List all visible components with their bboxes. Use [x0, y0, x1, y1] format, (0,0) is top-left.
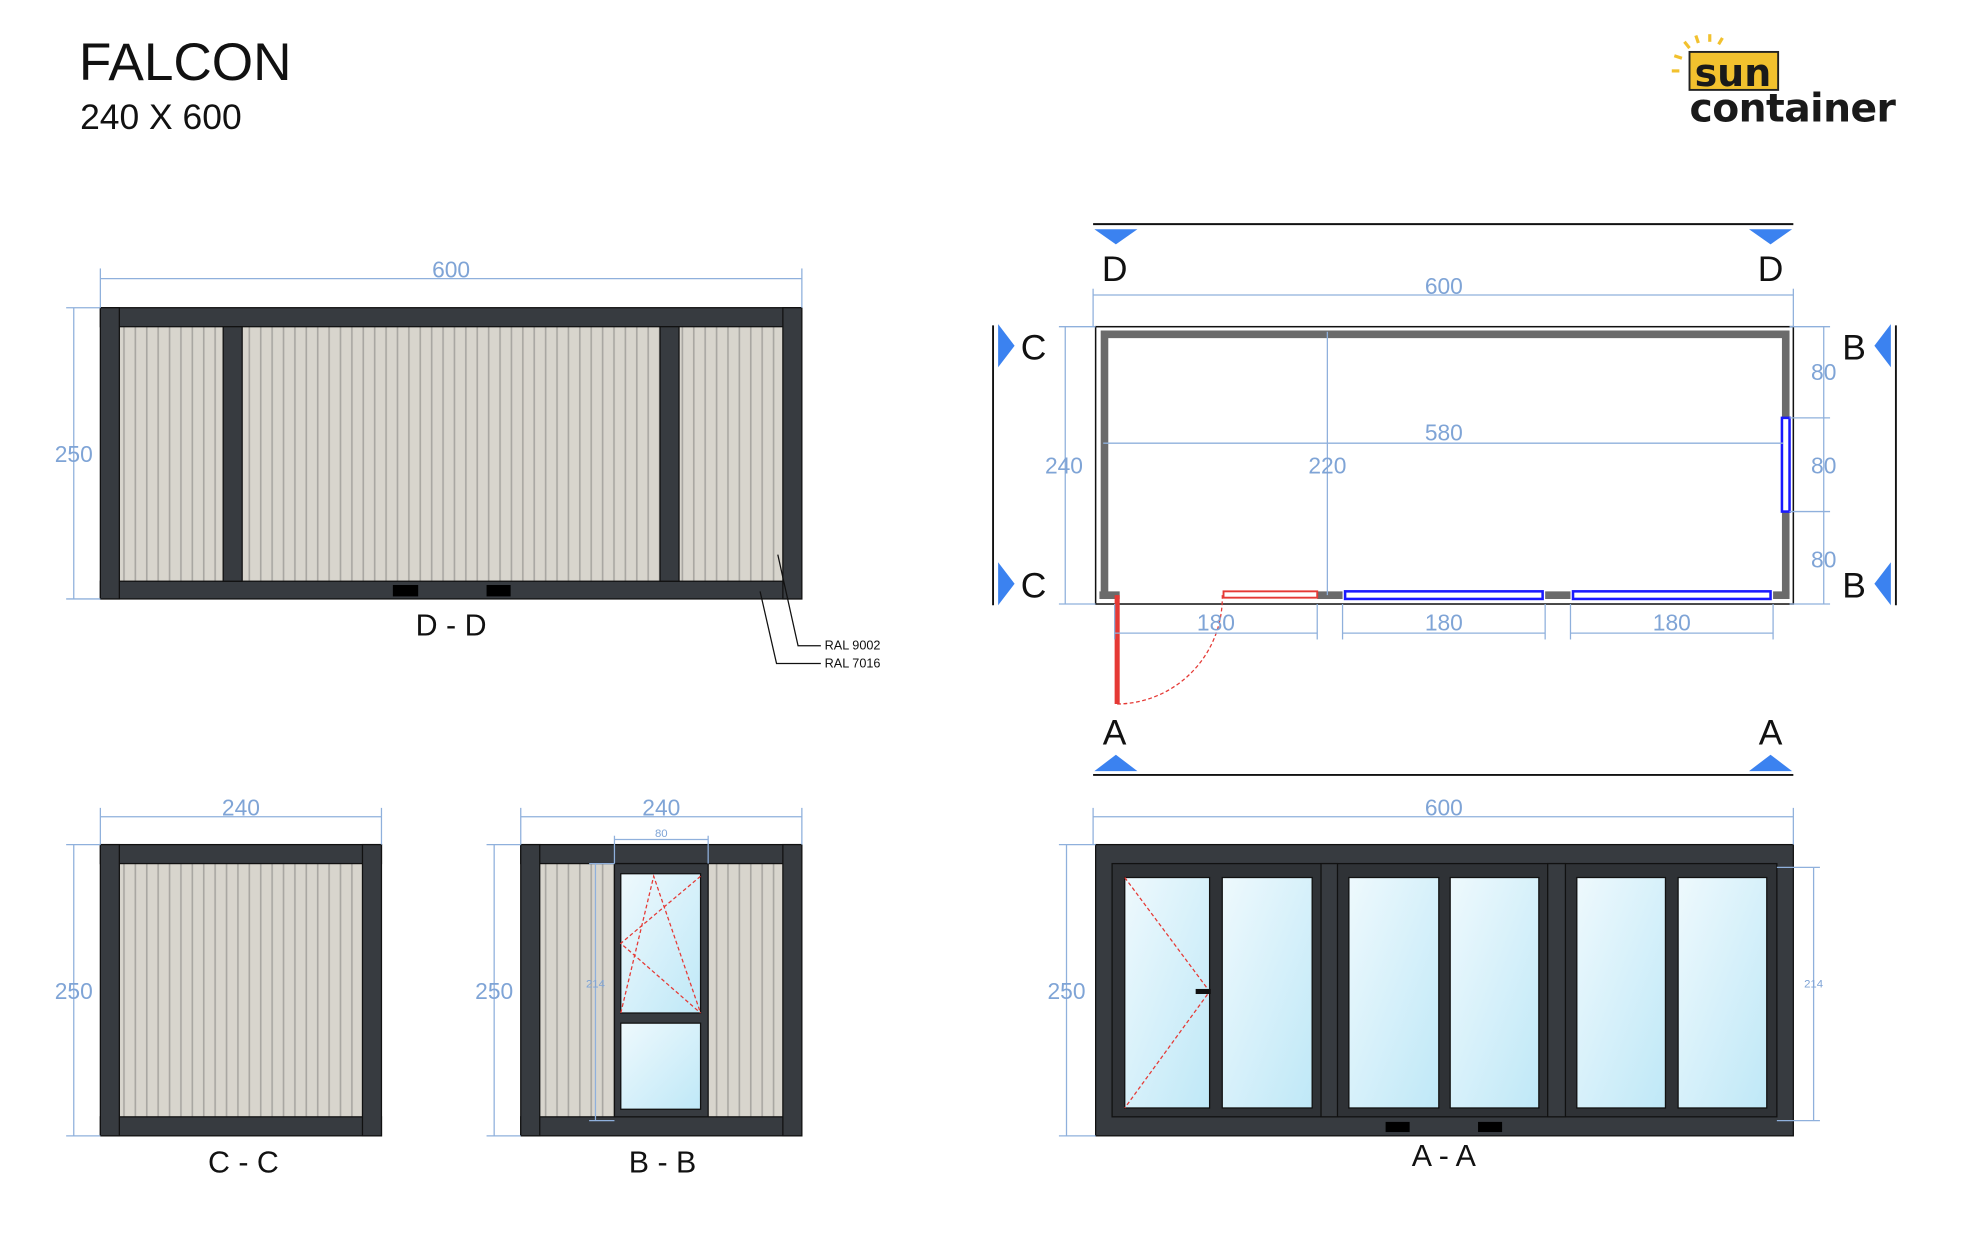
- dd-height-dimension: 250: [55, 441, 93, 467]
- logo-text-sun: sun: [1695, 51, 1772, 95]
- ral-7016-label: RAL 7016: [825, 656, 881, 670]
- plan-length-dimension: 600: [1425, 273, 1463, 299]
- window-pane: [1576, 876, 1667, 1109]
- plan-side-segment: 80: [1811, 453, 1836, 479]
- sun-container-logo: sun container: [1671, 34, 1897, 132]
- floor-plan: D D A A C C B B 600 240: [992, 223, 1897, 776]
- plan-window: [1343, 590, 1544, 601]
- bb-window-height-dimension: 214: [586, 979, 605, 991]
- tilt-turn-window: [620, 873, 702, 1014]
- forklift-pocket: [1478, 1121, 1503, 1133]
- plan-walls: [1100, 330, 1790, 596]
- section-b-label: B: [1842, 328, 1866, 368]
- bb-window-width-dimension: 80: [655, 828, 668, 840]
- cc-view-label: C - C: [208, 1146, 279, 1180]
- door-handle: [1195, 988, 1211, 995]
- sun-rays-icon: [1671, 34, 1724, 73]
- section-c-label: C: [1021, 328, 1047, 368]
- plan-front-segment: 180: [1197, 610, 1235, 636]
- section-d-arrow-icon: [1094, 229, 1138, 245]
- bb-view-label: B - B: [629, 1146, 697, 1180]
- section-a-label: A: [1103, 713, 1127, 753]
- aa-view-label: A - A: [1412, 1139, 1477, 1173]
- elevation-aa: 600 250 214 A - A: [1048, 794, 1824, 1173]
- plan-side-segment: 80: [1811, 359, 1836, 385]
- section-d-label: D: [1102, 249, 1128, 289]
- logo-text-container: container: [1690, 87, 1897, 132]
- elevation-cc: 240 250 C - C: [55, 794, 383, 1180]
- ral-9002-label: RAL 9002: [825, 639, 881, 653]
- window-pane: [1677, 876, 1768, 1109]
- window-pane: [1449, 876, 1540, 1109]
- section-b-label: B: [1842, 566, 1866, 606]
- cc-width-dimension: 240: [222, 794, 260, 820]
- ral-leader: [777, 554, 821, 647]
- aa-window-height-dimension: 214: [1804, 979, 1823, 991]
- cc-height-dimension: 250: [55, 978, 93, 1004]
- section-c-arrow-icon: [998, 324, 1015, 368]
- plan-front-segment: 180: [1425, 610, 1463, 636]
- forklift-pocket: [1385, 1121, 1410, 1133]
- bb-width-dimension: 240: [642, 794, 680, 820]
- section-b-arrow-icon: [1874, 324, 1891, 368]
- aa-width-dimension: 600: [1425, 794, 1463, 820]
- door-swing: [1117, 595, 1223, 705]
- section-d-label: D: [1758, 249, 1784, 289]
- section-a-arrow-icon: [1749, 754, 1793, 772]
- plan-front-segment: 180: [1653, 610, 1691, 636]
- section-b-arrow-icon: [1874, 562, 1891, 606]
- window-pane: [1221, 876, 1313, 1109]
- elevation-dd: 600 250 D - D RAL 9002 RAL 7016: [55, 256, 881, 670]
- ral-leader: [759, 591, 821, 665]
- elevation-bb: 80 214 240 250 B - B: [475, 794, 803, 1180]
- plan-inner-width-dimension: 220: [1308, 453, 1346, 479]
- plan-side-segment: 80: [1811, 546, 1836, 572]
- section-a-label: A: [1759, 713, 1783, 753]
- forklift-pocket: [392, 585, 419, 597]
- plan-window: [1780, 416, 1791, 513]
- aa-height-dimension: 250: [1048, 978, 1086, 1004]
- page-title: FALCON: [79, 33, 292, 92]
- fixed-window: [620, 1022, 702, 1110]
- section-c-label: C: [1021, 566, 1047, 606]
- plan-window: [1571, 590, 1772, 601]
- plan-width-dimension: 240: [1045, 453, 1083, 479]
- dd-view-label: D - D: [416, 609, 487, 643]
- door-glass: [1124, 876, 1211, 1109]
- window-pane: [1348, 876, 1440, 1109]
- plan-inner-length-dimension: 580: [1425, 420, 1463, 446]
- section-d-arrow-icon: [1749, 229, 1793, 245]
- section-c-arrow-icon: [998, 562, 1015, 606]
- dd-width-dimension: 600: [432, 256, 470, 282]
- bb-height-dimension: 250: [475, 978, 513, 1004]
- forklift-pocket: [486, 585, 511, 597]
- section-a-arrow-icon: [1094, 754, 1138, 772]
- page-subtitle: 240 X 600: [80, 97, 242, 137]
